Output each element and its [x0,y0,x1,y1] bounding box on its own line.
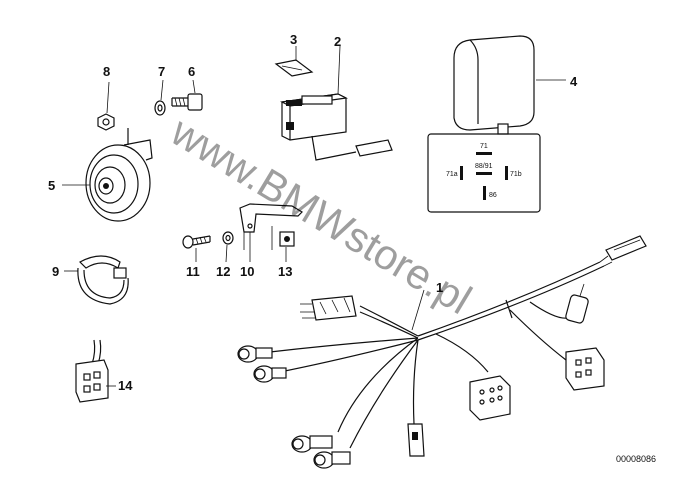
callout-4: 4 [570,74,578,89]
clip-nut-part-13 [279,231,295,262]
callout-11: 11 [186,264,200,279]
screw-part-11 [182,235,211,262]
bracket-part-10 [239,203,303,262]
relay-pin-86: 86 [489,192,497,199]
callout-7: 7 [158,64,165,79]
washer-part-7 [154,79,166,116]
relay-pin-88-91: 88/91 [475,163,493,170]
callout-3: 3 [290,32,297,47]
callout-14: 14 [118,378,133,393]
watermark-text: www.BMWstore.pl [163,107,480,323]
wiring-harness-part-1 [237,235,647,469]
callout-6: 6 [188,64,195,79]
callout-12: 12 [216,264,230,279]
bullet-connector [253,365,287,383]
bolt-part-6 [171,79,203,111]
nut-part-8 [97,81,115,131]
relay-pin-71: 71 [480,143,488,150]
callout-2: 2 [334,34,341,49]
relay-pin-71a: 71a [446,171,458,178]
callout-8: 8 [103,64,110,79]
plug-part-14 [75,339,116,403]
bullet-connector [237,345,273,363]
callout-5: 5 [48,178,55,193]
callout-10: 10 [240,264,254,279]
switch-unit-part-2 [280,45,393,161]
callout-13: 13 [278,264,292,279]
washer-part-12 [222,231,234,263]
bullet-connector [291,435,333,453]
callout-1: 1 [436,280,443,295]
relay-pin-71b: 71b [510,171,522,178]
cover-part-3 [274,46,314,77]
relay-pin-diagram [427,133,541,213]
relay-pin-labels: 71 88/91 71a 71b 86 [446,143,522,199]
callout-labels: 1 2 3 4 5 6 7 8 9 10 11 12 13 14 [48,32,578,393]
diagram-reference-number: 00008086 [616,454,656,464]
cable-strap-part-9 [64,255,129,305]
callout-9: 9 [52,264,59,279]
horn-part-5 [62,128,153,222]
bullet-connector [313,451,351,469]
relay-part-4 [453,35,566,135]
